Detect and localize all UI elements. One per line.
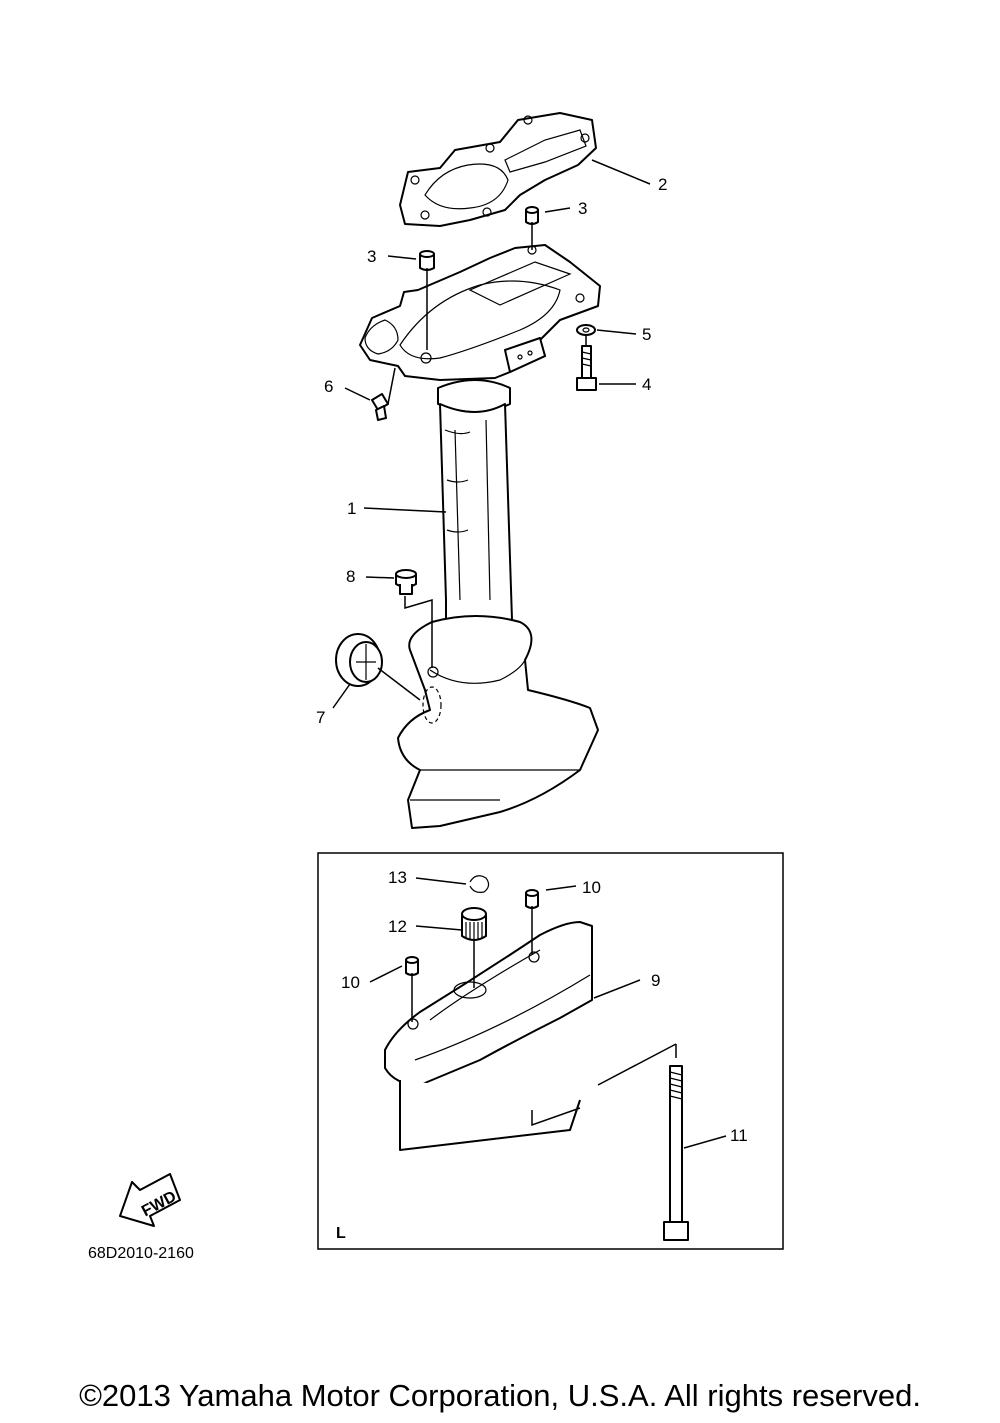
callout-2: 2 [658,175,667,194]
grommet-part-7 [335,633,383,687]
callout-13: 13 [388,868,407,887]
callout-7: 7 [316,708,325,727]
inset-label: L [336,1225,346,1242]
upper-casing-mount [359,244,601,381]
inset-box [317,852,784,1250]
dowel-pin-part-3-right [525,206,539,225]
dowel-pin-part-3-left [419,250,435,271]
callout-3-right: 3 [578,199,587,218]
callout-9: 9 [651,971,660,990]
callout-11: 11 [730,1126,748,1145]
callout-1: 1 [347,499,356,518]
callout-3-left: 3 [367,247,376,266]
callout-labels: 2 3 3 5 4 6 1 8 7 13 10 12 9 10 11 L FWD… [88,175,748,1262]
drive-shaft-housing-part-1 [397,379,599,829]
leader-lines-main [377,222,587,701]
callout-10-left: 10 [341,973,360,992]
callout-4: 4 [642,375,651,394]
callout-8: 8 [346,567,355,586]
lower-cover-part-9 [384,921,593,1151]
diagram-code: 68D2010-2160 [88,1245,194,1262]
fwd-arrow-icon [119,1173,181,1227]
fitting-part-6 [371,393,389,421]
callout-6: 6 [324,377,333,396]
dowel-pin-part-10-left [405,956,419,976]
bolt-part-4 [576,345,597,391]
callout-10-right: 10 [582,878,601,897]
callout-5: 5 [642,325,651,344]
circlip-part-13 [469,875,490,893]
plug-part-8 [395,569,417,595]
callout-leaders [332,159,651,709]
copyright-notice: ©2013 Yamaha Motor Corporation, U.S.A. A… [79,1378,921,1413]
washer-part-5 [576,324,596,336]
dowel-pin-part-10-right [525,889,539,909]
gasket-part-2 [399,112,597,227]
grommet-part-12 [461,907,487,941]
bolt-part-11 [663,1065,689,1241]
callout-12: 12 [388,917,407,936]
inset-leader-lines [369,877,727,1149]
